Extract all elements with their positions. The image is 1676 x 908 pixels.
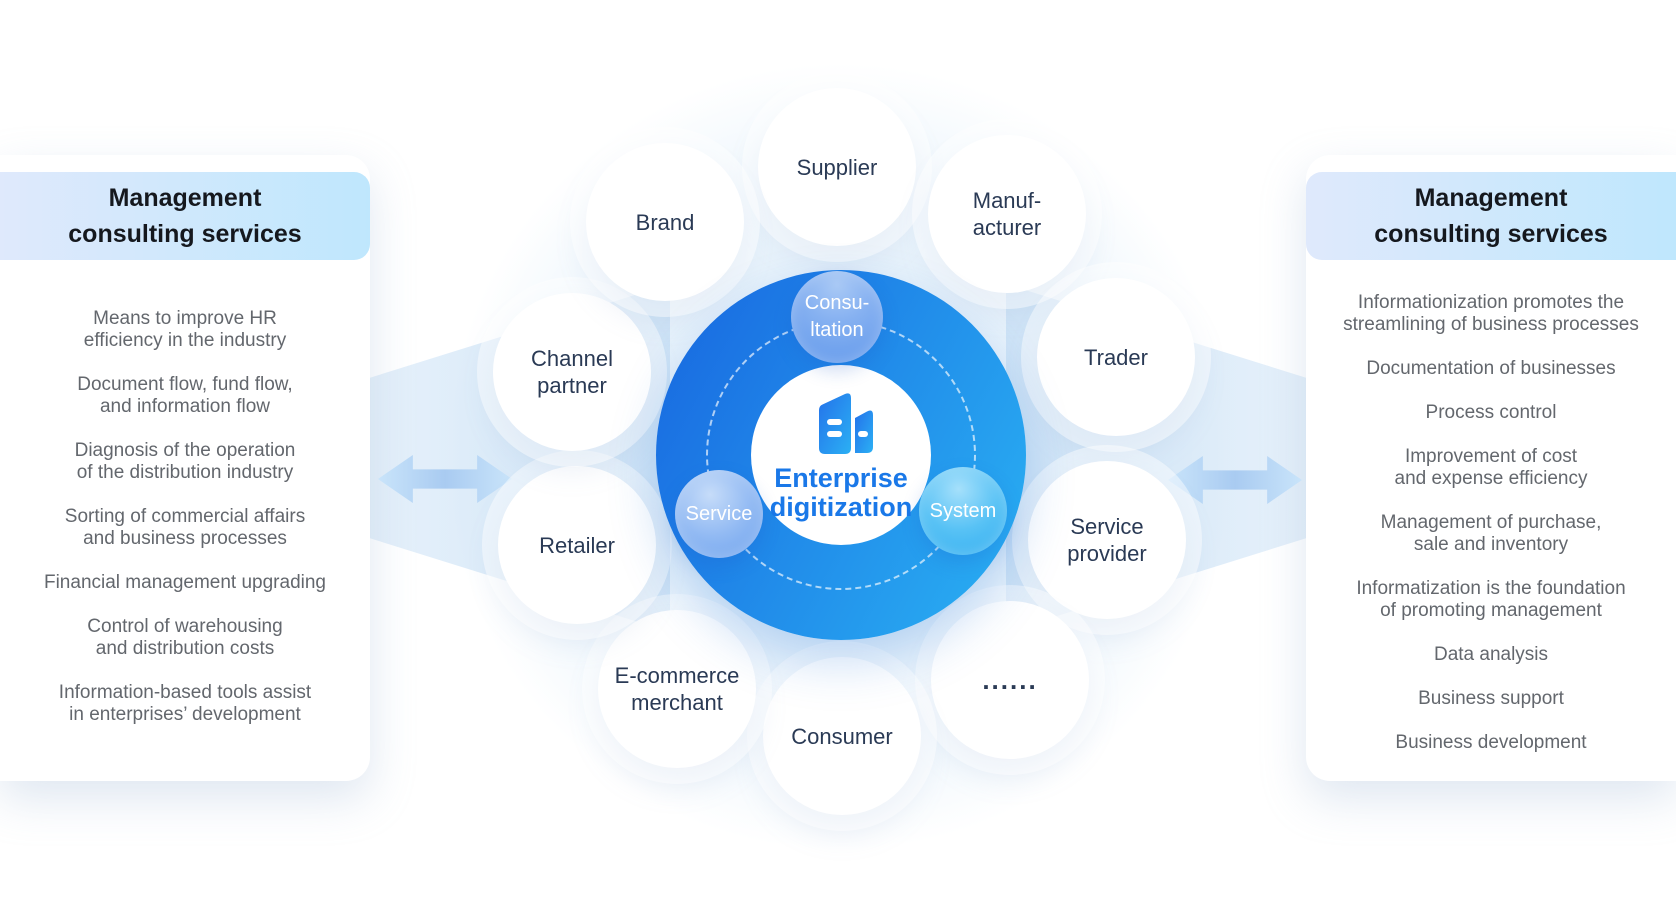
node-channel-partner: Channel partner — [493, 293, 651, 451]
left-panel-title: Management consulting services — [0, 172, 370, 260]
right-panel-item: Data analysis — [1433, 644, 1549, 665]
right-panel-item: Management of purchase, sale and invento… — [1380, 512, 1602, 555]
left-panel-item: Document flow, fund flow, and informatio… — [77, 374, 293, 417]
right-panel-item: Business support — [1418, 688, 1564, 709]
right-panel-item: Business development — [1395, 732, 1587, 753]
left-panel-item: Financial management upgrading — [43, 572, 326, 593]
node-service-provider: Service provider — [1028, 461, 1186, 619]
node-supplier: Supplier — [758, 88, 916, 246]
right-panel-body: Informationization promotes the streamli… — [1306, 292, 1676, 776]
left-panel-item: Diagnosis of the operation of the distri… — [74, 440, 296, 483]
right-panel-item: Improvement of cost and expense efficien… — [1394, 446, 1588, 489]
node-more-ellipsis: ...... — [931, 601, 1089, 759]
buildings-icon — [805, 389, 877, 462]
center-node: Enterprise digitization — [751, 365, 931, 545]
right-panel-item: Informationization promotes the streamli… — [1343, 292, 1639, 335]
orbit-node-system: System — [919, 467, 1007, 555]
left-panel-item: Means to improve HR efficiency in the in… — [83, 308, 287, 351]
node-retailer: Retailer — [498, 466, 656, 624]
orbit-node-consultation: Consu- ltation — [791, 271, 883, 363]
left-panel-item: Control of warehousing and distribution … — [87, 616, 283, 659]
left-panel-item: Information-based tools assist in enterp… — [58, 682, 312, 725]
left-panel-item: Sorting of commercial affairs and busine… — [64, 506, 306, 549]
node-ecommerce-merchant: E-commerce merchant — [598, 610, 756, 768]
right-panel-item: Documentation of businesses — [1366, 358, 1616, 379]
node-manufacturer: Manuf- acturer — [928, 135, 1086, 293]
right-panel-item: Informatization is the foundation of pro… — [1356, 578, 1626, 621]
node-brand: Brand — [586, 143, 744, 301]
center-node-label: Enterprise digitization — [769, 462, 913, 522]
right-panel-item: Process control — [1425, 402, 1557, 423]
node-trader: Trader — [1037, 278, 1195, 436]
node-consumer: Consumer — [763, 657, 921, 815]
right-panel-title: Management consulting services — [1306, 172, 1676, 260]
orbit-node-service: Service — [675, 470, 763, 558]
left-panel-body: Means to improve HR efficiency in the in… — [0, 308, 370, 748]
